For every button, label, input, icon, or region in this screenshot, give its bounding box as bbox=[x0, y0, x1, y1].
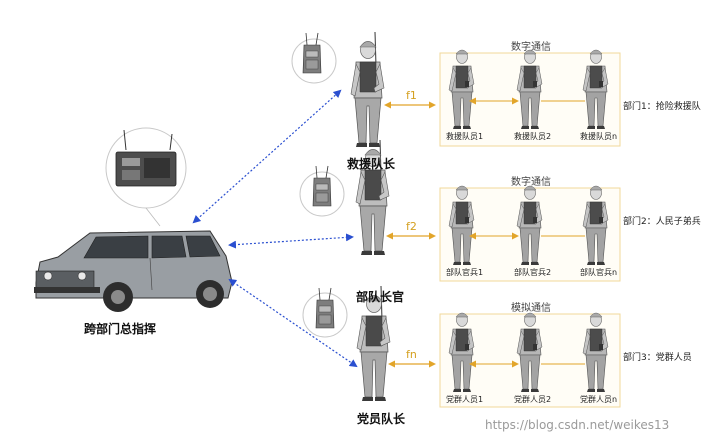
leader-rescue bbox=[350, 31, 385, 148]
member-label-1-1: 救援队员1 bbox=[446, 132, 484, 141]
member-label-3-2: 党群人员2 bbox=[514, 395, 552, 404]
member-label-2-3: 部队官兵n bbox=[580, 268, 618, 277]
group-title-1: 数字通信 bbox=[511, 42, 551, 53]
leader-label-1: 救援队长 bbox=[347, 157, 396, 171]
group-2-members bbox=[448, 185, 609, 266]
freq-label-2: f2 bbox=[406, 220, 417, 233]
member-label-3-3: 党群人员n bbox=[580, 395, 618, 404]
group-title-2: 数字通信 bbox=[511, 177, 551, 188]
command-link-army bbox=[228, 233, 354, 249]
dept-label-2: 部门2：人民子弟兵 bbox=[623, 217, 701, 227]
vehicle-radio-bubble bbox=[105, 127, 187, 227]
leader-label-2: 部队长官 bbox=[356, 290, 405, 304]
member-label-1-2: 救援队员2 bbox=[514, 132, 552, 141]
member-label-3-1: 党群人员1 bbox=[446, 395, 484, 404]
center-label: 跨部门总指挥 bbox=[84, 322, 157, 336]
backpack-radio-bubble-1 bbox=[291, 32, 337, 84]
freq-label-1: f1 bbox=[406, 89, 417, 102]
member-label-2-2: 部队官兵2 bbox=[514, 268, 552, 277]
member-label-2-1: 部队官兵1 bbox=[446, 268, 484, 277]
watermark: https://blog.csdn.net/weikes13 bbox=[485, 418, 670, 432]
command-link-rescue bbox=[192, 89, 342, 224]
member-label-1-3: 救援队员n bbox=[580, 132, 618, 141]
command-link-party bbox=[228, 278, 358, 368]
dept-label-3: 部门3：党群人员 bbox=[623, 353, 692, 363]
group-title-3: 模拟通信 bbox=[511, 303, 551, 314]
backpack-radio-bubble-2 bbox=[299, 165, 345, 217]
freq-label-3: fn bbox=[406, 348, 417, 361]
group-1-members bbox=[448, 49, 609, 130]
leader-label-3: 党员队长 bbox=[357, 412, 406, 426]
backpack-radio-bubble-3 bbox=[302, 287, 348, 338]
dept-label-1: 部门1：抢险救援队 bbox=[623, 102, 701, 112]
group-3-members bbox=[448, 312, 609, 393]
vehicle bbox=[34, 230, 233, 312]
